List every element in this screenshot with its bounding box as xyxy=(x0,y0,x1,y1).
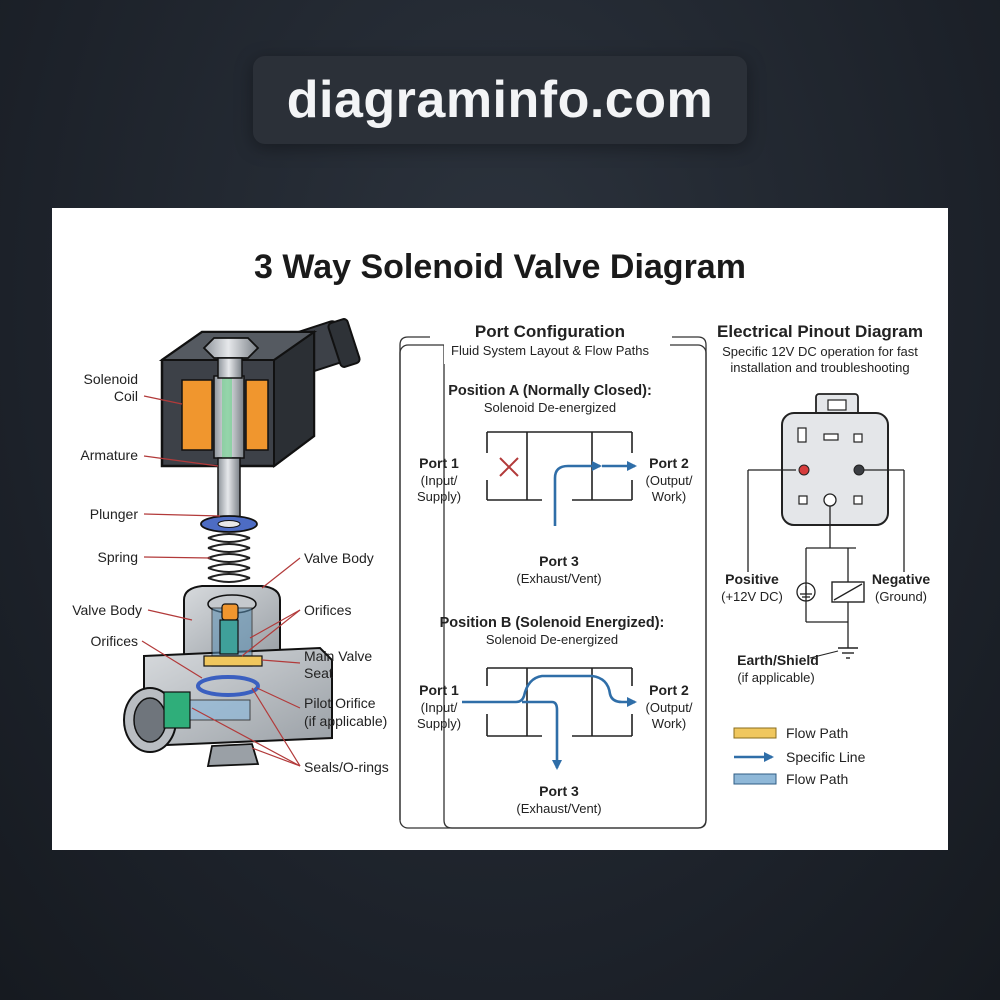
legend-label-0: Flow Path xyxy=(786,725,848,741)
pa-port1-sub1: (Input/ xyxy=(421,473,458,488)
pb-port2: Port 2 xyxy=(649,682,689,698)
connector-cap xyxy=(327,318,361,368)
flow-arrow-a xyxy=(553,461,602,526)
pin-earth xyxy=(823,493,837,507)
label-pilot-orifice: Pilot Orifice xyxy=(304,695,376,711)
label-valve-body-left: Valve Body xyxy=(72,602,142,618)
pa-port3: Port 3 xyxy=(539,553,579,569)
leader-lines xyxy=(141,395,301,767)
label-spring: Spring xyxy=(98,549,138,565)
label-valve-body-right: Valve Body xyxy=(304,550,374,566)
electrical-subtitle-1: Specific 12V DC operation for fast xyxy=(722,344,918,359)
pb-port1: Port 1 xyxy=(419,682,459,698)
pa-port1: Port 1 xyxy=(419,455,459,471)
flow-arrow-b-exhaust xyxy=(522,700,562,770)
diagram-canvas: Solenoid Coil Armature Plunger Spring Va… xyxy=(72,318,930,829)
diagram-card: 3 Way Solenoid Valve Diagram xyxy=(52,208,948,850)
pb-port2-sub1: (Output/ xyxy=(646,700,693,715)
blocked-x-icon xyxy=(499,457,519,477)
legend-swatch-flow-path-blue xyxy=(733,773,777,785)
coil-winding-right xyxy=(245,379,269,451)
pin-negative xyxy=(853,464,865,476)
port-config-subtitle: Fluid System Layout & Flow Paths xyxy=(451,343,649,358)
main-valve-seat xyxy=(203,655,263,667)
label-plunger: Plunger xyxy=(90,506,139,522)
electrical-subtitle-2: installation and troubleshooting xyxy=(730,360,909,375)
label-solenoid-coil-2: Coil xyxy=(114,388,138,404)
ground-symbol-icon xyxy=(796,582,816,602)
pb-port3: Port 3 xyxy=(539,783,579,799)
pb-port3-sub: (Exhaust/Vent) xyxy=(516,801,601,816)
label-orifices-right: Orifices xyxy=(304,602,351,618)
label-positive: Positive xyxy=(725,571,779,587)
label-earth: Earth/Shield xyxy=(737,652,819,668)
pilot-stem xyxy=(219,619,239,655)
valve-illustration xyxy=(123,318,361,767)
coil-winding-left xyxy=(181,379,213,451)
bottom-nut xyxy=(206,743,260,767)
spring xyxy=(207,533,251,583)
electrical-panel: Electrical Pinout Diagram Specific 12V D… xyxy=(717,322,930,787)
top-nut xyxy=(202,337,260,359)
position-a-subtitle: Solenoid De-energized xyxy=(484,400,616,415)
pb-port1-sub2: Supply) xyxy=(417,716,461,731)
pa-port1-sub2: Supply) xyxy=(417,489,461,504)
flow-channel xyxy=(189,699,251,721)
earth-symbol-icon xyxy=(838,647,858,659)
pilot-head xyxy=(221,603,239,621)
armature-core xyxy=(222,376,232,458)
left-labels: Solenoid Coil Armature Plunger Spring Va… xyxy=(72,371,389,775)
site-badge[interactable]: diagraminfo.com xyxy=(253,56,747,144)
port-config-title: Port Configuration xyxy=(475,322,625,341)
pa-port2-sub2: Work) xyxy=(652,489,686,504)
port-config-panel: Port Configuration Fluid System Layout &… xyxy=(399,322,707,829)
label-negative-sub: (Ground) xyxy=(875,589,927,604)
label-positive-sub: (+12V DC) xyxy=(721,589,783,604)
label-main-valve-seat-2: Seat xyxy=(304,665,333,681)
plunger-rod xyxy=(217,457,241,521)
pb-port2-sub2: Work) xyxy=(652,716,686,731)
position-a-title: Position A (Normally Closed): xyxy=(448,383,652,399)
legend-label-1: Specific Line xyxy=(786,749,866,765)
label-earth-sub: (if applicable) xyxy=(737,670,814,685)
label-seals: Seals/O-rings xyxy=(304,759,389,775)
wiring xyxy=(747,469,905,648)
legend: Flow Path Specific Line Flow Path xyxy=(733,725,866,787)
flow-arrow-b xyxy=(462,674,637,707)
pa-port2: Port 2 xyxy=(649,455,689,471)
electrical-title: Electrical Pinout Diagram xyxy=(717,322,923,341)
legend-swatch-flow-path-yellow xyxy=(733,727,777,739)
label-orifices-left: Orifices xyxy=(91,633,138,649)
legend-label-2: Flow Path xyxy=(786,771,848,787)
pa-port3-sub: (Exhaust/Vent) xyxy=(516,571,601,586)
label-negative: Negative xyxy=(872,571,931,587)
seal-green xyxy=(163,691,191,729)
nut-stem xyxy=(217,357,243,379)
pb-port1-sub1: (Input/ xyxy=(421,700,458,715)
position-b-subtitle: Solenoid De-energized xyxy=(486,632,618,647)
o-ring-blue xyxy=(196,675,260,697)
label-main-valve-seat: Main Valve xyxy=(304,648,372,664)
page-title: 3 Way Solenoid Valve Diagram xyxy=(254,248,746,286)
port-config-frame xyxy=(399,344,707,829)
pin-positive xyxy=(798,464,810,476)
pa-port2-sub1: (Output/ xyxy=(646,473,693,488)
label-armature: Armature xyxy=(80,447,138,463)
label-pilot-orifice-2: (if applicable) xyxy=(304,713,387,729)
label-solenoid-coil: Solenoid xyxy=(84,371,139,387)
position-b-title: Position B (Solenoid Energized): xyxy=(440,615,665,631)
